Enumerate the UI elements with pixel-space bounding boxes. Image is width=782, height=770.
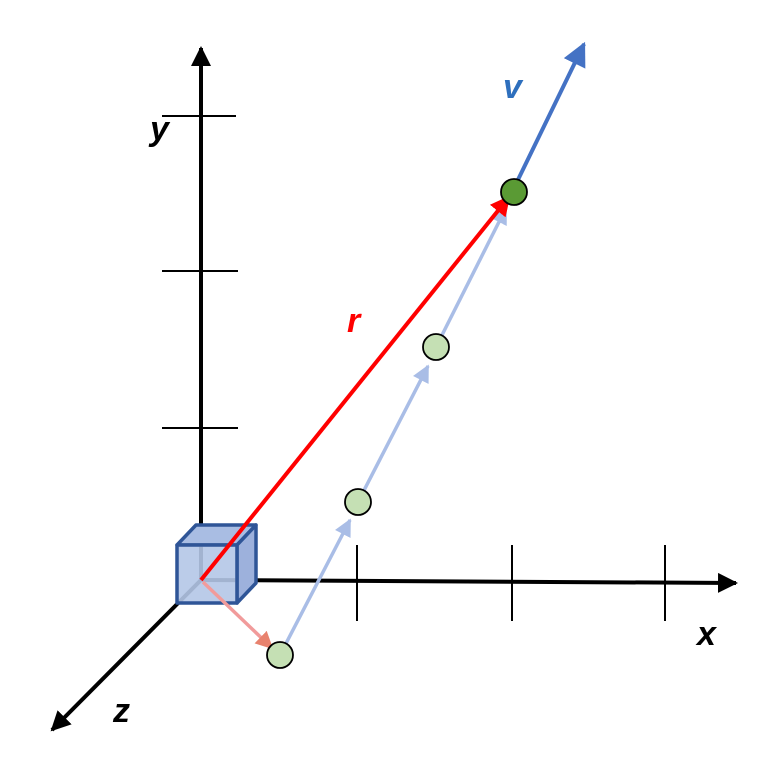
position-vector: [199, 195, 511, 582]
velocity-vector: [511, 41, 586, 191]
position-vector-label: r: [347, 302, 362, 340]
trajectory-segment-1: [278, 518, 352, 656]
trajectory-segment-2: [356, 364, 430, 503]
z-axis: [50, 578, 203, 732]
trajectory-segment-3: [434, 206, 508, 348]
particle-t0: [266, 641, 294, 669]
particle-t2: [422, 333, 450, 361]
origin-cube: [175, 523, 258, 605]
y-axis-label: y: [148, 110, 171, 148]
particle-current: [500, 178, 528, 206]
initial-position-vector: [201, 580, 274, 650]
x-axis: [200, 572, 738, 593]
velocity-vector-label: v: [503, 68, 524, 106]
particle-t1: [344, 488, 372, 516]
x-axis-label: x: [695, 615, 718, 653]
z-axis-label: z: [112, 692, 130, 730]
